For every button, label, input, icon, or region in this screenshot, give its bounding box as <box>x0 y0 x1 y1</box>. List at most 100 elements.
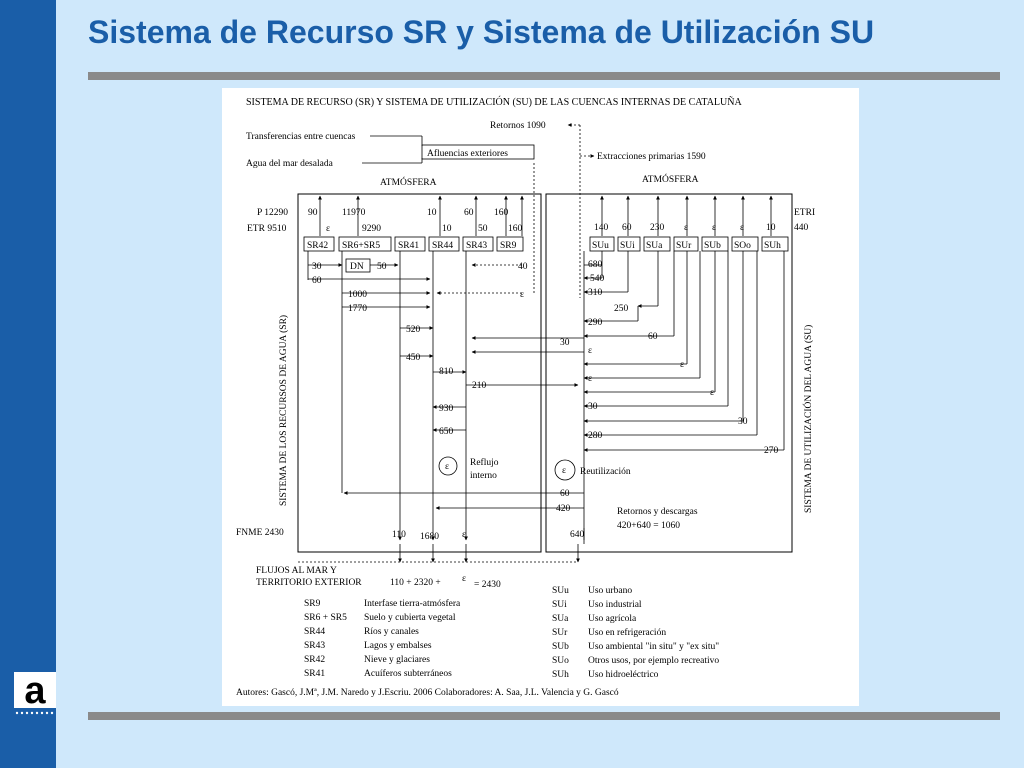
flow-value: ε <box>520 290 524 300</box>
diagram-panel: SISTEMA DE RECURSO (SR) Y SISTEMA DE UTI… <box>222 88 859 706</box>
afluencias-box <box>421 144 535 160</box>
su-box-label: SUr <box>676 241 692 251</box>
su-top-value: ε <box>712 223 716 233</box>
flow-value: 290 <box>588 318 603 328</box>
sr-lower-values: ε 9290 10 50 160 <box>326 224 523 234</box>
flujos-label: TERRITORIO EXTERIOR <box>256 578 362 588</box>
legend-desc: Suelo y cubierta vegetal <box>364 613 456 623</box>
flow-value: 310 <box>588 288 603 298</box>
sr-top-value: 160 <box>494 208 509 218</box>
cross-flow-value: 420 <box>556 504 571 514</box>
legend-code: SUo <box>552 656 569 666</box>
legend-desc: Ríos y canales <box>364 627 419 637</box>
reflujo-label: interno <box>470 471 497 481</box>
retornos-descargas-label: Retornos y descargas <box>617 507 698 517</box>
flow-value: 250 <box>614 304 629 314</box>
left-accent-bar <box>0 0 56 768</box>
sr-box-label: SR44 <box>432 241 453 251</box>
su-top-value: 230 <box>650 223 665 233</box>
flow-value: 680 <box>588 260 603 270</box>
sr-top-value: 11970 <box>342 208 366 218</box>
legend-su: SUu Uso urbano SUi Uso industrial SUa Us… <box>552 586 719 680</box>
flow-value: 1770 <box>348 304 367 314</box>
su-vertical-label: SISTEMA DE UTILIZACIÓN DEL AGUA (SU) <box>802 325 814 513</box>
cross-flow-value: 60 <box>560 489 570 499</box>
flujos-result: = 2430 <box>474 580 501 590</box>
reutilizacion-circle <box>554 459 576 481</box>
top-divider <box>88 72 1000 80</box>
reflujo-label: Reflujo <box>470 457 499 468</box>
legend-sr: SR9 Interfase tierra-atmósfera SR6 + SR5… <box>304 598 461 679</box>
flow-value: 810 <box>439 367 454 377</box>
flow-value: 210 <box>472 381 487 391</box>
legend-desc: Uso ambiental "in situ" y "ex situ" <box>588 642 719 652</box>
sr-internal-values: 30 50 60 1000 1770 520 450 810 210 930 6… <box>312 262 528 437</box>
sr-bottom-value: ε <box>462 530 466 540</box>
sr-bottom-value: 1680 <box>420 532 439 542</box>
su-boxes: SUu SUi SUa SUr SUb SOo SUh <box>589 236 789 252</box>
slide-title: Sistema de Recurso SR y Sistema de Utili… <box>88 14 875 50</box>
sr-lower-value: 160 <box>508 224 523 234</box>
afluencias-label: Afluencias exteriores <box>427 148 508 159</box>
flow-value: 60 <box>312 276 322 286</box>
sr-box-label: SR6+SR5 <box>342 241 380 251</box>
dn-box <box>345 258 371 273</box>
atmosphere-left-label: ATMÓSFERA <box>380 176 437 188</box>
legend-desc: Uso agrícola <box>588 614 637 624</box>
su-top-values: 140 60 230 ε ε ε 10 <box>594 223 776 233</box>
flow-value: 30 <box>588 402 598 412</box>
sr-bottom-value: 110 <box>392 530 406 540</box>
flow-value: ε <box>588 374 592 384</box>
extracciones-label: Extracciones primarias 1590 <box>597 152 706 162</box>
legend-desc: Nieve y glaciares <box>364 655 430 665</box>
su-bottom-value: 640 <box>570 530 585 540</box>
flow-value: 30 <box>560 338 570 348</box>
su-box-label: SUa <box>646 241 663 251</box>
legend-code: SR41 <box>304 669 325 679</box>
legend-desc: Acuíferos subterráneos <box>364 668 452 679</box>
flow-value: 1000 <box>348 290 367 300</box>
legend-code: SUu <box>552 586 569 596</box>
sr-box-label: SR42 <box>307 241 328 251</box>
sr-box-label: SR43 <box>466 241 487 251</box>
flow-value: 930 <box>439 404 454 414</box>
sr-vertical-label: SISTEMA DE LOS RECURSOS DE AGUA (SR) <box>278 315 289 506</box>
flujos-epsilon: ε <box>462 574 466 584</box>
legend-code: SR44 <box>304 627 325 637</box>
legend-code: SR42 <box>304 655 325 665</box>
flow-value: 280 <box>588 431 603 441</box>
sr-lower-value: 10 <box>442 224 452 234</box>
diagram-heading: SISTEMA DE RECURSO (SR) Y SISTEMA DE UTI… <box>246 96 742 108</box>
reflujo-circle <box>438 456 458 476</box>
su-top-value: ε <box>740 223 744 233</box>
desal-label: Agua del mar desalada <box>246 159 334 169</box>
su-flow-values: 680 540 310 250 290 60 30 ε ε ε ε 30 30 … <box>560 260 779 456</box>
flujos-sum: 110 + 2320 + <box>390 578 441 588</box>
logo-letter: a <box>24 672 46 712</box>
transfers-label: Transferencias entre cuencas <box>246 131 356 142</box>
flow-value: ε <box>710 388 714 398</box>
water-system-diagram: SISTEMA DE RECURSO (SR) Y SISTEMA DE UTI… <box>236 96 815 698</box>
legend-desc: Uso urbano <box>588 586 632 596</box>
su-box-label: SOo <box>734 241 751 251</box>
flow-value: 40 <box>518 262 528 272</box>
sr-box-label: SR41 <box>398 241 419 251</box>
flow-value: 650 <box>439 427 454 437</box>
legend-code: SR6 + SR5 <box>304 613 347 623</box>
legend-code: SUr <box>552 628 568 638</box>
sr-lower-value: ε <box>326 224 330 234</box>
etr-label: ETR 9510 <box>247 224 287 234</box>
precipitation-label: P 12290 <box>257 208 288 218</box>
flow-value: 270 <box>764 446 779 456</box>
legend-desc: Uso hidroeléctrico <box>588 670 659 680</box>
su-box-label: SUb <box>704 241 721 251</box>
legend-code: SUh <box>552 670 569 680</box>
flow-value: 520 <box>406 325 421 335</box>
authors-credit: Autores: Gascó, J.Mª, J.M. Naredo y J.Es… <box>236 688 619 698</box>
legend-desc: Otros usos, por ejemplo recreativo <box>588 656 719 666</box>
retornos-label: Retornos 1090 <box>490 121 546 131</box>
su-top-value: ε <box>684 223 688 233</box>
su-system-box <box>545 193 793 553</box>
legend-code: SR9 <box>304 599 321 609</box>
sr-top-values: 90 11970 10 60 160 <box>308 208 509 218</box>
